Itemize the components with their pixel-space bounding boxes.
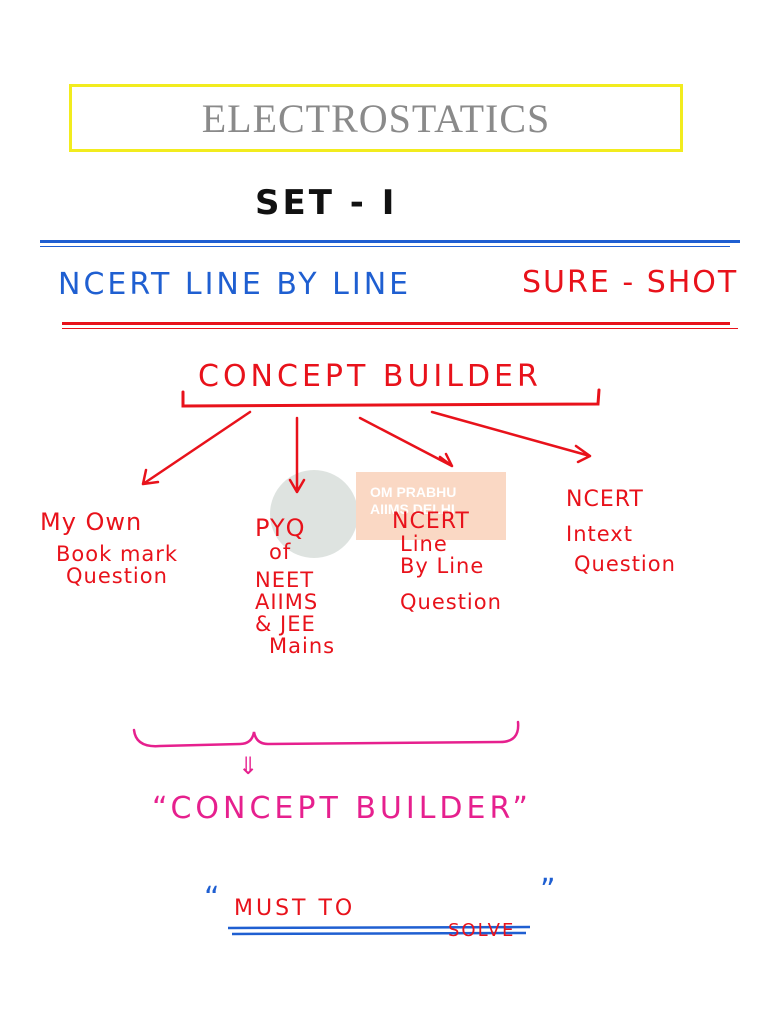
branch-1-line-1: My Own xyxy=(40,508,143,536)
down-arrow: ⇓ xyxy=(238,752,261,780)
blue-divider-top xyxy=(40,240,740,243)
red-divider-thin xyxy=(62,328,738,329)
branch-arrows xyxy=(141,410,592,494)
concept-builder-quote: “CONCEPT BUILDER” xyxy=(152,791,532,826)
watermark-name: OM PRABHU xyxy=(370,484,457,500)
branch-own-bookmark: My Own Book mark Question xyxy=(40,508,179,589)
branch-2-line-4: AIIMS xyxy=(255,590,319,615)
title-box: ELECTROSTATICS xyxy=(69,84,683,152)
branch-2-line-3: NEET xyxy=(255,568,315,593)
must-open-quote: “ xyxy=(204,881,222,916)
branch-3-line-3: By Line xyxy=(400,554,485,579)
branch-3-line-4: Question xyxy=(400,590,502,615)
branch-ncert-intext: NCERT Intext Question xyxy=(566,488,676,575)
watermark-avatar xyxy=(270,470,358,558)
must-underline-1 xyxy=(227,925,531,930)
page-title: ELECTROSTATICS xyxy=(201,95,551,141)
solve-text: SOLVE xyxy=(448,920,516,941)
branch-2-line-1: PYQ xyxy=(255,514,306,542)
branch-ncert-line: NCERT Line By Line Question xyxy=(392,510,502,613)
ncert-line-by-line-text: NCERT LINE BY LINE xyxy=(58,267,412,302)
arrow-2 xyxy=(288,416,306,494)
branch-pyq: PYQ of NEET AIIMS & JEE Mains xyxy=(255,514,336,659)
branch-3-line-2: Line xyxy=(400,532,448,557)
must-to-text: MUST TO xyxy=(234,896,356,921)
branch-3-line-1: NCERT xyxy=(392,509,470,534)
pink-brace xyxy=(132,720,520,748)
branch-2-line-5: & JEE xyxy=(255,612,316,637)
blue-divider-top-thin xyxy=(40,246,730,247)
arrow-4 xyxy=(430,410,592,464)
must-underline-2 xyxy=(231,931,527,936)
branch-1-line-2: Book mark xyxy=(56,542,179,567)
branch-4-line-3: Question xyxy=(574,552,676,577)
branch-1-line-3: Question xyxy=(66,564,168,589)
watermark-text: OM PRABHU AIIMS DELHI xyxy=(370,484,456,518)
branch-2-line-2: of xyxy=(269,540,292,565)
concept-builder-heading: CONCEPT BUILDER xyxy=(198,359,542,394)
set-label: SET - I xyxy=(255,183,398,223)
branch-4-line-2: Intext xyxy=(566,522,633,547)
red-divider xyxy=(62,322,730,325)
branch-4-line-1: NCERT xyxy=(566,487,644,512)
heading-bracket xyxy=(181,388,601,408)
watermark-logo: OM PRABHU AIIMS DELHI xyxy=(270,470,508,558)
sure-shot-text: SURE - SHOT xyxy=(522,265,739,300)
arrow-1 xyxy=(141,410,252,486)
watermark-sub: AIIMS DELHI xyxy=(370,500,455,517)
watermark-banner xyxy=(356,472,506,540)
branch-2-line-6: Mains xyxy=(269,634,336,659)
must-close-quote: ” xyxy=(540,873,558,908)
arrow-3 xyxy=(358,416,454,468)
